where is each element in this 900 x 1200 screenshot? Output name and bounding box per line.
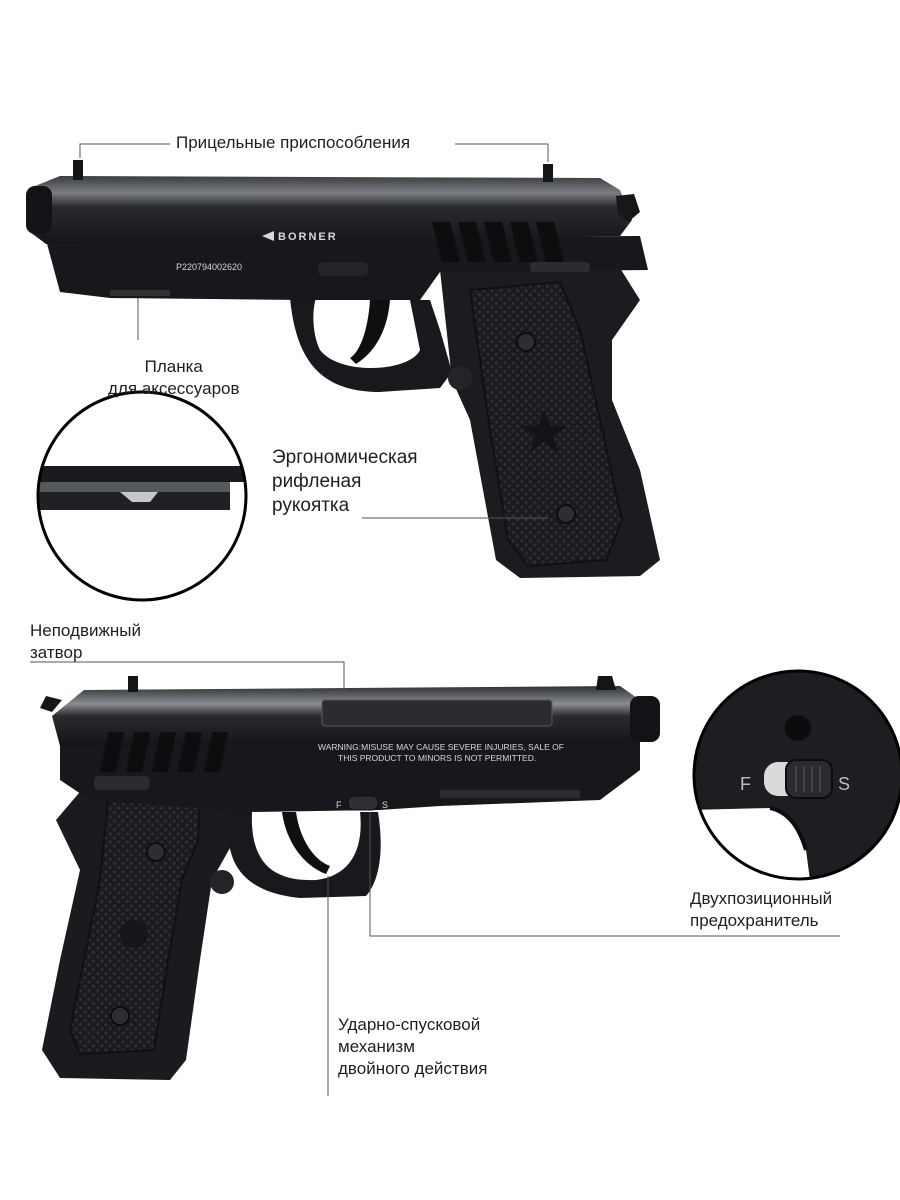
brand-marking: BORNER [278,231,338,243]
trigger-guard-top [290,298,452,392]
label-trigger-line1: Ударно-спусковой [338,1015,481,1034]
safety-safe-mark: S [382,800,388,810]
label-trigger-line3: двойного действия [338,1059,488,1078]
pistol-bottom: F S WARNING:MISUSE MAY CAUSE SEVERE INJU… [40,676,660,1080]
grip-screw-icon [516,332,536,352]
grip-screw-icon [146,842,166,862]
safety-fire-mark: F [336,800,342,810]
label-grip-line1: Эргономическая [272,447,418,468]
label-grip-line3: рукоятка [272,495,350,516]
star-logo-icon [521,410,567,452]
star-logo-icon [120,920,148,948]
label-sights: Прицельные приспособления [176,133,411,152]
label-rail-line2: для аксессуаров [108,379,240,398]
serial-marking: P220794002620 [176,262,242,272]
grip-screw-icon [110,1006,130,1026]
warning-line-2: THIS PRODUCT TO MINORS IS NOT PERMITTED. [338,753,536,763]
slide-serrations-bottom [100,732,228,772]
rear-sight-bottom [128,676,138,692]
label-rail: Планка для аксессуаров [108,356,240,400]
label-grip: Эргономическая рифленая рукоятка [272,446,418,518]
brand-logo-icon [262,231,274,241]
label-slide: Неподвижный затвор [30,620,141,664]
rear-sight-top [543,164,553,182]
trigger-bottom [282,812,330,874]
pistol-top: BORNER P220794002620 [26,160,660,578]
leader-lines-top [79,143,549,519]
leader-lines-bottom [30,661,840,1096]
label-slide-line1: Неподвижный [30,621,141,640]
grip-screw-icon [556,504,576,524]
label-trigger: Ударно-спусковой механизм двойного дейст… [338,1014,487,1080]
front-sight-top [73,160,83,180]
zoom-fire-mark: F [740,774,751,794]
label-safety-line1: Двухпозиционный [690,889,833,908]
label-safety-line2: предохранитель [690,911,819,930]
front-sight-bottom [596,676,616,690]
trigger-top [350,300,390,364]
safety-zoom-circle: F S [692,669,900,881]
warning-line-1: WARNING:MISUSE MAY CAUSE SEVERE INJURIES… [318,742,564,752]
label-safety: Двухпозиционный предохранитель [690,888,832,932]
label-rail-line1: Планка [144,357,203,376]
zoom-safe-mark: S [838,774,850,794]
label-slide-line2: затвор [30,643,83,662]
slide-serrations-top [432,222,564,262]
slide-top [30,176,632,244]
trigger-guard-bottom [228,810,381,898]
rail-zoom-circle [36,390,248,602]
label-trigger-line2: механизм [338,1037,415,1056]
label-grip-line2: рифленая [272,471,362,492]
safety-lever-bottom [347,795,379,811]
